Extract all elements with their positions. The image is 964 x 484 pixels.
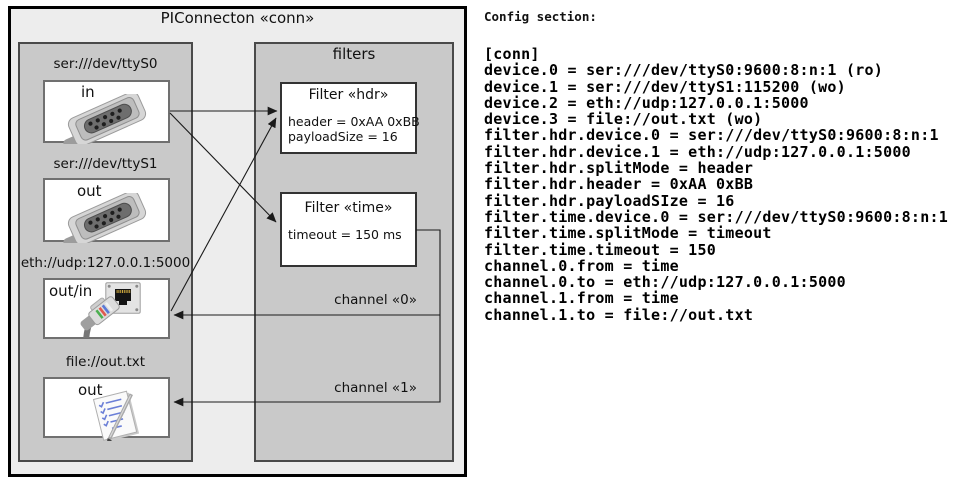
notepad-pen-icon — [92, 390, 140, 441]
device-mode: in — [81, 83, 95, 101]
device-mode: out — [77, 182, 102, 200]
filter-node-time: Filter «time» timeout = 150 ms — [280, 192, 417, 267]
config-line: filter.hdr.device.1 = eth://udp:127.0.0.… — [484, 142, 911, 161]
device-label-file: file://out.txt — [65, 354, 146, 370]
config-line: filter.hdr.device.0 = ser:///dev/ttyS0:9… — [484, 126, 939, 145]
config-line: device.1 = ser:///dev/ttyS1:115200 (wo) — [484, 77, 846, 96]
config-line: filter.time.splitMode = timeout — [484, 224, 772, 243]
config-line: device.3 = file://out.txt (wo) — [484, 110, 763, 129]
channel-1-label: channel «1» — [334, 380, 417, 396]
config-line: device.0 = ser:///dev/ttyS0:9600:8:n:1 (… — [484, 61, 884, 80]
config-lines: [conn]device.0 = ser:///dev/ttyS0:9600:8… — [484, 46, 948, 323]
filters-panel-title: filters — [332, 45, 376, 63]
filter-title: Filter «hdr» — [308, 87, 389, 103]
config-line: filter.hdr.splitMode = header — [484, 159, 754, 178]
filter-properties: header = 0xAA 0xBB payloadSize = 16 — [288, 114, 420, 144]
serial-connector-icon — [63, 94, 147, 144]
filter-property: header = 0xAA 0xBB — [288, 114, 420, 129]
config-line: channel.1.to = file://out.txt — [484, 305, 754, 324]
config-line: filter.hdr.payloadSIze = 16 — [484, 191, 735, 210]
diagram-title: PIConnecton «conn» — [160, 9, 315, 27]
config-section-heading: Config section: — [484, 9, 597, 24]
config-line: filter.time.timeout = 150 — [484, 240, 717, 259]
channel-0-label: channel «0» — [334, 292, 417, 308]
config-line: channel.0.from = time — [484, 256, 679, 275]
filter-properties: timeout = 150 ms — [288, 227, 402, 243]
device-node-ttys0: in — [43, 80, 170, 144]
filter-title: Filter «time» — [304, 200, 393, 216]
device-label-ttys1: ser:///dev/ttyS1 — [53, 156, 158, 172]
device-mode: out — [78, 381, 103, 399]
device-mode: out/in — [49, 282, 93, 300]
filter-node-hdr: Filter «hdr» header = 0xAA 0xBB payloadS… — [280, 82, 420, 154]
device-label-eth: eth://udp:127.0.0.1:5000 — [20, 255, 191, 271]
device-node-eth: out/in — [43, 278, 170, 339]
config-line: filter.hdr.header = 0xAA 0xBB — [484, 175, 754, 194]
filter-property: payloadSize = 16 — [288, 128, 398, 144]
config-line: channel.1.from = time — [484, 289, 679, 308]
config-line: [conn] — [484, 45, 540, 63]
config-line: filter.time.device.0 = ser:///dev/ttyS0:… — [484, 207, 949, 226]
filter-property: timeout = 150 ms — [288, 227, 402, 242]
device-node-ttys1: out — [43, 178, 170, 243]
device-node-file: out — [43, 377, 170, 441]
serial-connector-icon — [63, 193, 147, 243]
config-line: channel.0.to = eth://udp:127.0.0.1:5000 — [484, 273, 846, 292]
device-label-ttys0: ser:///dev/ttyS0 — [53, 56, 158, 72]
ethernet-cable-icon — [80, 296, 120, 338]
config-line: device.2 = eth://udp:127.0.0.1:5000 — [484, 93, 809, 112]
